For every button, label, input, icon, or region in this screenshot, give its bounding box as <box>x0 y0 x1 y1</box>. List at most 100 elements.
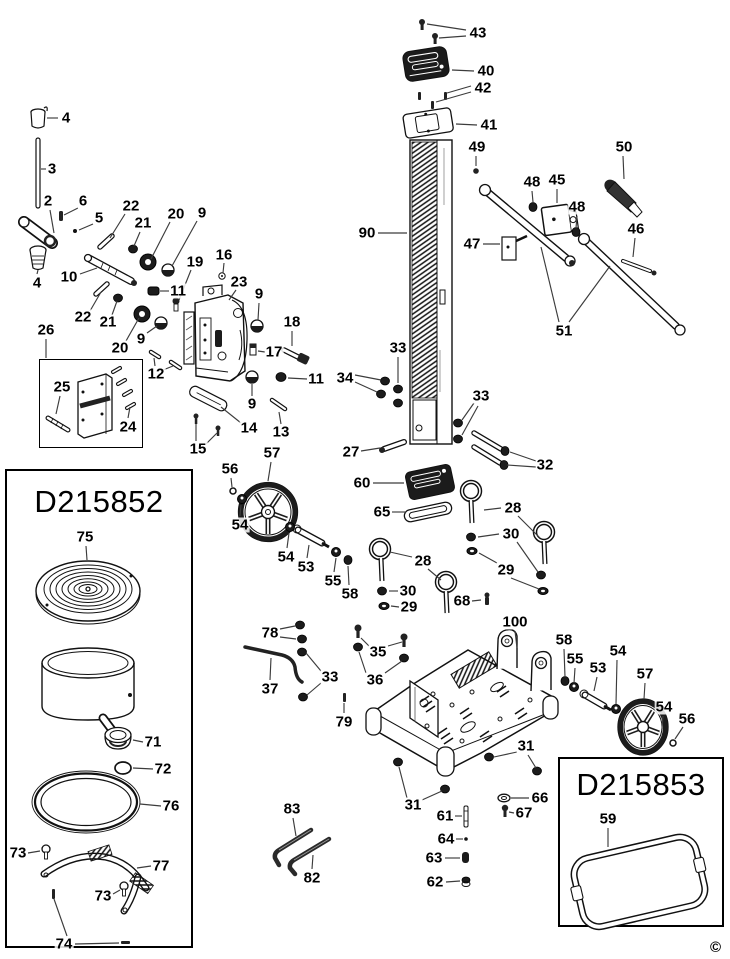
stud-17 <box>249 343 257 356</box>
leader-line-30 <box>477 533 500 538</box>
leader-line-12 <box>153 357 156 367</box>
leader-line-36 <box>384 660 403 674</box>
ring-56-left <box>229 487 237 495</box>
pin-6 <box>59 211 63 221</box>
leader-line-58 <box>347 565 350 586</box>
leader-line-57 <box>643 682 646 700</box>
washer-55-right <box>569 682 579 692</box>
eye-bolts-28 <box>368 479 556 614</box>
cap-4-bottom <box>29 245 47 271</box>
water-collection-disc-75 <box>35 560 141 625</box>
leader-line-17 <box>257 350 266 353</box>
leader-line-21 <box>111 300 118 316</box>
leader-line-73 <box>112 889 121 895</box>
plate-14 <box>189 385 228 412</box>
nut-58-right <box>560 676 570 686</box>
kit-box-d215853: D215853 <box>558 757 724 927</box>
collection-cup <box>41 647 135 735</box>
leader-line-16 <box>222 262 225 274</box>
leader-line-27 <box>360 447 381 452</box>
leader-line-78 <box>279 625 296 630</box>
leader-line-32 <box>506 464 537 468</box>
nuts-36 <box>353 642 409 663</box>
leader-line-33 <box>306 682 322 696</box>
hex-key-83 <box>272 827 314 868</box>
rod-3 <box>35 137 41 209</box>
leader-line-31 <box>527 754 537 769</box>
fastener-set-bottom <box>93 281 168 330</box>
wheel-57-left <box>237 481 299 543</box>
bolt-19 <box>172 297 180 312</box>
pin-27 <box>379 439 407 453</box>
copyright-mark: © <box>710 939 722 956</box>
leader-line-51 <box>568 265 611 323</box>
leader-line-50 <box>622 155 625 180</box>
support-rod-51a <box>478 183 576 267</box>
leader-line-54 <box>661 715 664 730</box>
leader-line-54 <box>239 504 242 517</box>
leader-line-21 <box>133 231 141 247</box>
nuts-33-lower <box>297 647 308 702</box>
leader-line-4 <box>36 269 39 275</box>
leader-line-54 <box>286 532 290 549</box>
leader-line-54 <box>615 659 618 705</box>
nuts-78 <box>295 620 307 644</box>
rod-61 <box>463 805 469 828</box>
leader-line-34 <box>354 381 378 393</box>
nuts-33-34 <box>376 376 403 408</box>
leader-line-43 <box>438 35 467 39</box>
leader-line-46 <box>632 237 636 258</box>
leader-line-43 <box>426 23 467 31</box>
leader-line-31 <box>421 790 443 801</box>
pin-79 <box>343 693 346 702</box>
nuts-30 <box>377 532 546 596</box>
leader-line-77 <box>136 865 152 869</box>
rod-10 <box>83 253 137 286</box>
leader-line-57 <box>267 461 272 482</box>
top-cap-40 <box>402 46 450 82</box>
cap-4-top <box>30 106 48 129</box>
leader-line-14 <box>220 406 242 424</box>
bolt-18 <box>281 347 310 365</box>
dot-49 <box>473 168 479 174</box>
leader-line-53 <box>593 676 598 692</box>
ball-5 <box>73 229 77 233</box>
leader-line-33 <box>461 402 475 421</box>
leader-line-48 <box>575 215 578 229</box>
column-90 <box>409 139 453 445</box>
screws-73 <box>41 844 129 897</box>
leader-lines <box>27 23 684 945</box>
leader-line-36 <box>358 651 367 674</box>
leader-line-20 <box>150 221 171 260</box>
leader-line-5 <box>78 223 94 231</box>
nuts-33-right <box>453 418 463 444</box>
leader-line-42 <box>446 85 472 94</box>
pins-42 <box>418 92 447 109</box>
leader-line-62 <box>445 880 461 883</box>
leader-line-72 <box>132 767 154 770</box>
support-rod-51b <box>577 232 686 336</box>
wear-plate-26 <box>77 373 113 439</box>
leader-line-35 <box>387 641 403 647</box>
stud-68 <box>484 592 490 605</box>
leader-line-13 <box>278 411 282 425</box>
leader-line-100 <box>514 630 518 649</box>
nut-11-right <box>275 372 287 382</box>
leader-line-48 <box>531 190 534 203</box>
washer-55-left <box>331 547 341 557</box>
ring-56-right <box>669 739 677 747</box>
fastener-set-top <box>97 233 175 277</box>
leader-line-68 <box>471 599 482 602</box>
leader-line-22 <box>109 213 126 239</box>
leader-line-40 <box>451 69 475 72</box>
leader-line-74 <box>53 898 68 937</box>
leader-line-67 <box>508 811 515 814</box>
pin-13 <box>269 397 288 412</box>
handle-50 <box>604 179 643 218</box>
leader-line-29 <box>390 605 400 608</box>
screws-15 <box>193 413 221 436</box>
leader-line-71 <box>132 739 144 743</box>
leader-line-29 <box>478 552 498 564</box>
leader-line-82 <box>311 854 314 870</box>
